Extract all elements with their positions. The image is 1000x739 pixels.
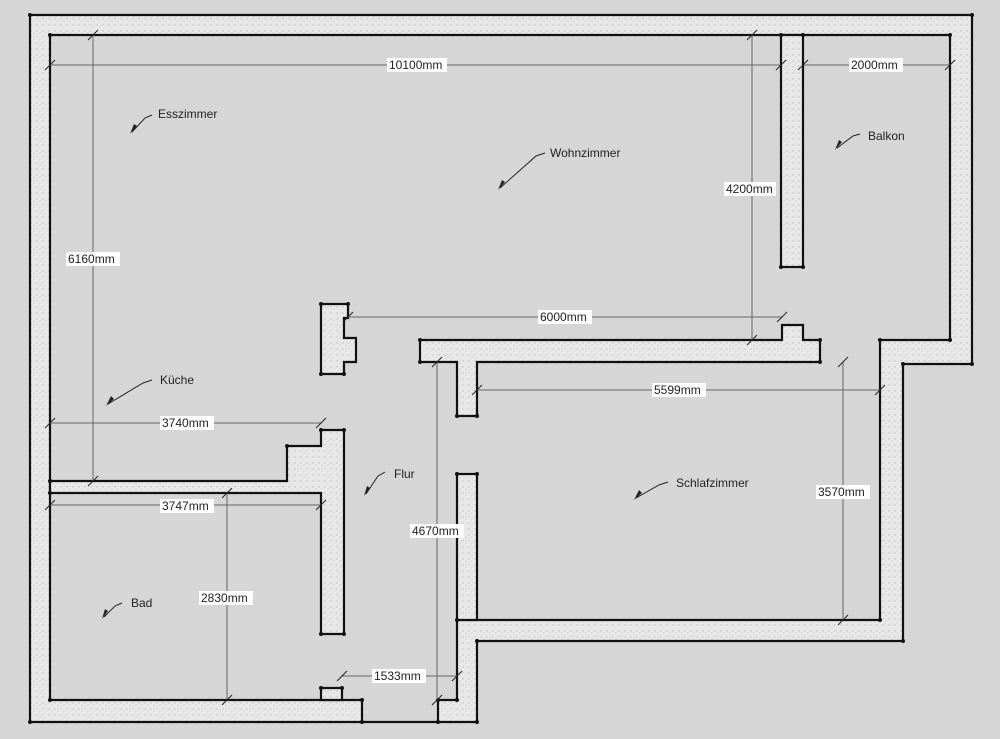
corner-markers <box>28 13 974 724</box>
dim-5599: 5599mm <box>654 383 701 397</box>
dim-4670: 4670mm <box>412 524 459 538</box>
dimension-lines <box>44 29 956 706</box>
bad-door-jamb <box>319 686 344 702</box>
dim-3740: 3740mm <box>162 416 209 430</box>
flur-label: Flur <box>394 467 415 481</box>
room-label-bad: Bad <box>102 596 152 619</box>
room-labels: Esszimmer Wohnzimmer Balkon Küche Flur S… <box>102 107 905 619</box>
balkon-partition-wall <box>779 33 805 269</box>
kueche-bottom-wall <box>48 428 346 636</box>
room-label-schlafzimmer: Schlafzimmer <box>634 476 749 500</box>
bad-label: Bad <box>131 596 152 610</box>
dim-2000: 2000mm <box>851 58 898 72</box>
balkon-label: Balkon <box>868 129 905 143</box>
dim-6160: 6160mm <box>68 252 115 266</box>
schlafzimmer-left-wall <box>455 472 479 622</box>
dimension-labels: 10100mm 2000mm 4200mm 6160mm 6000mm 5599… <box>66 58 903 683</box>
kueche-label: Küche <box>160 373 194 387</box>
wohnzimmer-label: Wohnzimmer <box>550 146 620 160</box>
dim-1533: 1533mm <box>374 669 421 683</box>
room-label-wohnzimmer: Wohnzimmer <box>498 146 620 190</box>
room-label-esszimmer: Esszimmer <box>130 107 217 134</box>
room-label-flur: Flur <box>364 467 415 496</box>
room-label-kueche: Küche <box>106 373 194 406</box>
dim-4200: 4200mm <box>726 182 773 196</box>
dim-3570: 3570mm <box>818 485 865 499</box>
schlafzimmer-label: Schlafzimmer <box>676 476 749 490</box>
dim-6000: 6000mm <box>540 310 587 324</box>
dim-2830: 2830mm <box>201 591 248 605</box>
room-label-balkon: Balkon <box>835 129 905 150</box>
flur-pier <box>319 302 358 376</box>
wohnzimmer-bottom-wall <box>418 323 822 418</box>
outer-wall <box>28 13 974 724</box>
dim-3747: 3747mm <box>162 499 209 513</box>
dim-10100: 10100mm <box>389 58 442 72</box>
esszimmer-label: Esszimmer <box>158 107 217 121</box>
